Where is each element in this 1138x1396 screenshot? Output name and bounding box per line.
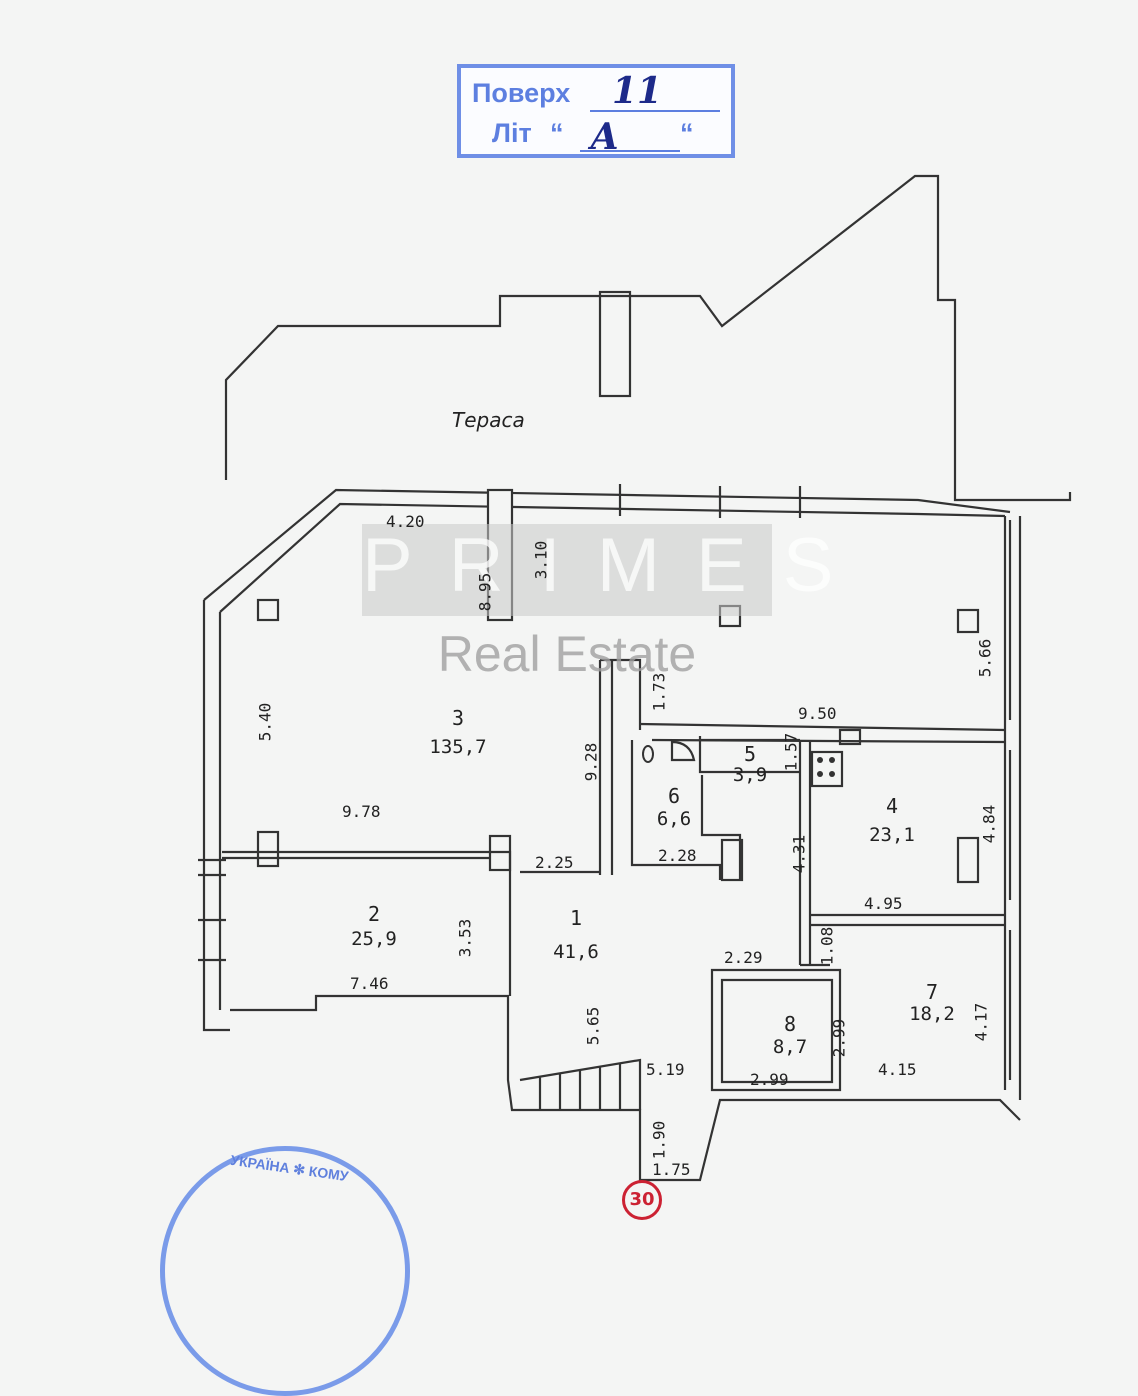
- dim-3-53: 3.53: [455, 918, 475, 958]
- dim-1-57: 1.57: [781, 732, 801, 772]
- dim-5-40: 5.40: [255, 702, 275, 742]
- dim-1-90: 1.90: [649, 1120, 669, 1160]
- dim-4-95: 4.95: [864, 894, 903, 913]
- room-5-number: 5: [743, 742, 757, 766]
- wall-room3-room6: [598, 660, 614, 875]
- dim-9-28: 9.28: [581, 742, 601, 782]
- dim-4-20: 4.20: [386, 512, 425, 531]
- floor-label: Поверх: [472, 78, 571, 108]
- dim-4-84: 4.84: [979, 804, 999, 844]
- terrace-shaft: [598, 290, 632, 398]
- floor-plan-drawing: [198, 174, 1072, 1182]
- floor-underline: [590, 110, 720, 112]
- letter-label: Літ: [492, 118, 532, 148]
- staircase: [519, 1058, 642, 1110]
- room-1-number: 1: [569, 906, 583, 930]
- watermark-subtitle: Real Estate: [437, 626, 697, 682]
- watermark-box: [362, 524, 772, 616]
- room-7-area: 18,2: [909, 1003, 955, 1025]
- dim-2-99-vertical: 2.99: [829, 1018, 849, 1058]
- dim-5-66: 5.66: [975, 638, 995, 678]
- room-2-area: 25,9: [351, 928, 397, 950]
- wall-room6: [630, 740, 722, 880]
- dim-4-31: 4.31: [789, 834, 809, 874]
- official-seal: [160, 1146, 410, 1396]
- room-3-number: 3: [451, 706, 465, 730]
- watermark-brand: PRIMES: [362, 523, 870, 608]
- dim-9-78: 9.78: [342, 802, 381, 821]
- sink: [838, 728, 862, 746]
- terrace-label: Тераса: [452, 408, 525, 432]
- dim-1-08: 1.08: [817, 926, 837, 966]
- wall-room4-top: [639, 722, 1006, 744]
- dim-8-95: 8.95: [475, 572, 495, 612]
- outer-wall-top: [203, 488, 1011, 601]
- dim-1-75: 1.75: [652, 1160, 691, 1179]
- room-1-area: 41,6: [553, 941, 599, 963]
- close-quote: “: [680, 118, 694, 148]
- dim-2-99-horizontal: 2.99: [750, 1070, 789, 1089]
- room-6-number: 6: [667, 784, 681, 808]
- room-5-area: 3,9: [732, 764, 768, 786]
- dim-2-28: 2.28: [658, 846, 697, 865]
- wall-room4-room7: [810, 913, 1005, 927]
- dim-2-29: 2.29: [724, 948, 763, 967]
- dim-4-15: 4.15: [878, 1060, 917, 1079]
- dim-4-17: 4.17: [971, 1002, 991, 1042]
- outer-wall-bottom: [230, 994, 1021, 1182]
- dim-5-19: 5.19: [646, 1060, 685, 1079]
- dim-3-10: 3.10: [531, 540, 551, 580]
- dim-5-65: 5.65: [583, 1006, 603, 1046]
- door-arc: [670, 740, 696, 762]
- dim-9-50: 9.50: [798, 704, 837, 723]
- room-4-number: 4: [885, 794, 899, 818]
- room-3-area: 135,7: [429, 736, 487, 758]
- terrace-outline: [224, 174, 1072, 502]
- toilet: [642, 745, 654, 763]
- letter-underline: [580, 150, 680, 152]
- dim-2-25: 2.25: [535, 853, 574, 872]
- room-2-number: 2: [367, 902, 381, 926]
- wall-room8: [710, 968, 842, 1092]
- dim-1-73: 1.73: [649, 672, 669, 712]
- floor-value: 11: [612, 70, 663, 112]
- wall-room4-left: [798, 740, 812, 965]
- wall-room6-room5: [700, 775, 742, 880]
- outer-wall-left: [202, 600, 230, 1032]
- stove: [810, 750, 844, 788]
- room-7-number: 7: [925, 980, 939, 1004]
- page-number: 30: [622, 1180, 662, 1220]
- dim-7-46: 7.46: [350, 974, 389, 993]
- open-quote: “: [550, 118, 564, 148]
- wall-room5: [698, 736, 800, 774]
- room-6-area: 6,6: [656, 808, 692, 830]
- room-8-number: 8: [783, 1012, 797, 1036]
- room-8-area: 8,7: [772, 1036, 808, 1058]
- room-4-area: 23,1: [869, 824, 915, 846]
